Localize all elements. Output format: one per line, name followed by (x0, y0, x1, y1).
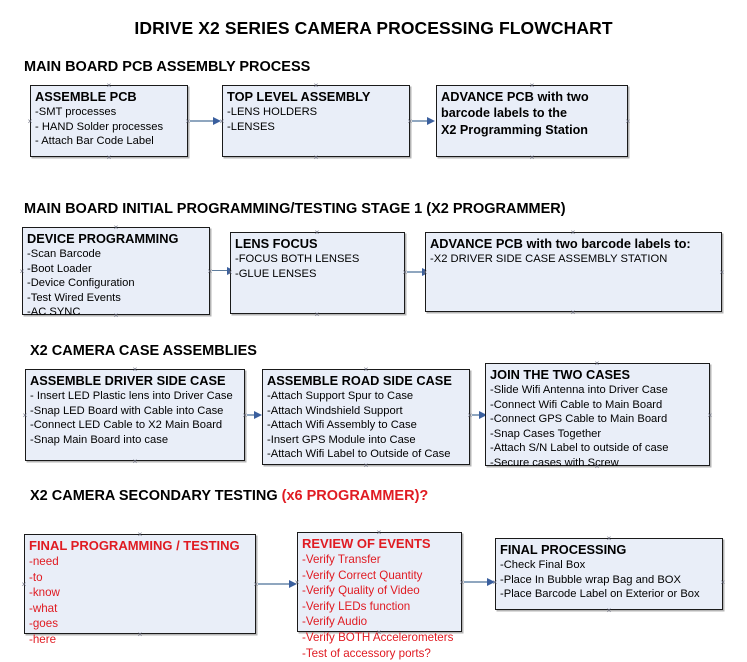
process-box-line: -need (29, 555, 59, 568)
process-box-line: -Snap Main Board into case (30, 433, 169, 446)
process-box-line: -Verify BOTH Accelerometers (302, 630, 454, 644)
process-box-line: -goes (29, 617, 59, 631)
process-box-title: REVIEW OF EVENTS (302, 536, 431, 551)
process-box-line: -Verify LEDs function (302, 599, 411, 613)
process-box-line: -Boot Loader (27, 262, 92, 275)
process-box-line: -Attach Support Spur to Case (267, 390, 414, 402)
process-box-title: ADVANCE PCB with two barcode labels to: (430, 236, 691, 251)
process-box-line: -GLUE LENSES (235, 267, 317, 280)
process-box-line: -Verify Transfer (302, 553, 381, 566)
process-box-top-level-assembly[interactable]: TOP LEVEL ASSEMBLY -LENS HOLDERS -LENSES (222, 85, 410, 157)
process-box-line: -Slide Wifi Antenna into Driver Case (490, 384, 668, 396)
process-box-line: X2 Programming Station (441, 123, 588, 137)
process-box-join-the-two-cases[interactable]: JOIN THE TWO CASES -Slide Wifi Antenna i… (485, 363, 710, 469)
process-box-line: - Insert LED Plastic lens into Driver Ca… (30, 390, 233, 402)
process-box-line: barcode labels to the (441, 106, 567, 120)
process-box-assemble-pcb[interactable]: ASSEMBLE PCB -SMT processes - HAND Solde… (30, 85, 188, 157)
process-box-line: -Attach Wifi Label to Outside of Case (267, 448, 451, 460)
process-box-line: -Snap LED Board with Cable into Case (30, 404, 224, 417)
process-box-device-programming[interactable]: DEVICE PROGRAMMING -Scan Barcode -Boot L… (22, 227, 210, 318)
process-box-line: -AC SYNC (27, 306, 81, 318)
process-box-line: -Scan Barcode (27, 248, 102, 260)
process-box-line: -Test Wired Events (27, 291, 121, 304)
process-box-line: -LENSES (227, 120, 275, 133)
process-box-title: LENS FOCUS (235, 236, 318, 251)
process-box-line: -Insert GPS Module into Case (267, 433, 416, 446)
process-box-title: JOIN THE TWO CASES (490, 367, 631, 382)
process-box-title: FINAL PROGRAMMING / TESTING (29, 538, 240, 553)
process-box-assemble-road-side-case[interactable]: ASSEMBLE ROAD SIDE CASE -Attach Support … (262, 369, 470, 465)
process-box-title: ASSEMBLE ROAD SIDE CASE (267, 373, 452, 388)
process-box-line: -here (29, 632, 57, 646)
connector-arrow (412, 117, 435, 125)
process-box-line: -Place Barcode Label on Exterior or Box (500, 588, 700, 600)
process-box-final-processing[interactable]: FINAL PROCESSING -Check Final Box -Place… (495, 538, 723, 610)
process-box-line: -Attach Wifi Assembly to Case (267, 419, 417, 431)
process-box-line: -SMT processes (35, 106, 117, 118)
process-box-line: -Verify Audio (302, 615, 368, 629)
process-box-line-overflow: -Test of accessory ports? (302, 646, 431, 660)
connector-arrow (472, 411, 487, 419)
process-box-title: ASSEMBLE PCB (35, 89, 137, 104)
process-box-title: DEVICE PROGRAMMING (27, 231, 179, 246)
connector-arrow (258, 580, 297, 588)
connector-arrow (190, 117, 221, 125)
section-heading-x2-camera-secondary-testing: X2 CAMERA SECONDARY TESTING (x6 PROGRAMM… (30, 488, 428, 504)
process-box-line: -Check Final Box (500, 559, 586, 571)
process-box-line: -Attach Windshield Support (267, 404, 403, 417)
process-box-assemble-driver-side-case[interactable]: ASSEMBLE DRIVER SIDE CASE - Insert LED P… (25, 369, 245, 461)
process-box-line: -what (29, 601, 58, 615)
process-box-line: -Device Configuration (27, 277, 135, 289)
connector-arrow (407, 268, 430, 276)
process-box-line: -Verify Quality of Video (302, 584, 420, 598)
process-box-line: -LENS HOLDERS (227, 106, 318, 118)
process-box-line: - Attach Bar Code Label (35, 135, 154, 147)
process-box-line: -X2 DRIVER SIDE CASE ASSEMBLY STATION (430, 253, 668, 265)
section-heading-main-board-initial-programming-testing-stage-1: MAIN BOARD INITIAL PROGRAMMING/TESTING S… (24, 201, 566, 217)
section-heading-text: X2 CAMERA SECONDARY TESTING (30, 488, 282, 504)
connector-arrow (464, 578, 495, 586)
section-heading-text: X2 CAMERA CASE ASSEMBLIES (30, 343, 257, 359)
process-box-line: -Snap Cases Together (490, 427, 602, 440)
process-box-line: -know (29, 586, 60, 600)
section-heading-text: MAIN BOARD INITIAL PROGRAMMING/TESTING S… (24, 201, 566, 217)
process-box-title: FINAL PROCESSING (500, 542, 627, 557)
process-box-review-of-events[interactable]: REVIEW OF EVENTS -Verify Transfer -Verif… (297, 532, 462, 660)
process-box-title: ASSEMBLE DRIVER SIDE CASE (30, 373, 226, 388)
process-box-final-programming-testing[interactable]: FINAL PROGRAMMING / TESTING -need -to -k… (24, 534, 256, 646)
section-heading-accent: (x6 PROGRAMMER)? (281, 488, 429, 504)
process-box-line: -Verify Correct Quantity (302, 568, 423, 582)
connector-arrow (212, 266, 235, 275)
process-box-lens-focus[interactable]: LENS FOCUS -FOCUS BOTH LENSES -GLUE LENS… (230, 232, 405, 314)
process-box-line: -Connect Wifi Cable to Main Board (490, 398, 663, 411)
process-box-line: -Place In Bubble wrap Bag and BOX (500, 573, 681, 586)
section-heading-main-board-pcb-assembly-process: MAIN BOARD PCB ASSEMBLY PROCESS (24, 59, 310, 75)
process-box-title: TOP LEVEL ASSEMBLY (227, 89, 371, 104)
process-box-line: -Attach S/N Label to outside of case (490, 442, 669, 454)
process-box-line: -FOCUS BOTH LENSES (235, 253, 360, 265)
section-heading-text: MAIN BOARD PCB ASSEMBLY PROCESS (24, 59, 311, 75)
process-box-line: -Secure cases with Screw (490, 456, 619, 469)
process-box-title: ADVANCE PCB with two (441, 89, 589, 104)
process-box-line: -Connect LED Cable to X2 Main Board (30, 419, 223, 431)
connector-arrow (247, 411, 262, 419)
page-title: IDRIVE X2 SERIES CAMERA PROCESSING FLOWC… (134, 18, 613, 38)
process-box-line: -Connect GPS Cable to Main Board (490, 413, 668, 425)
process-box-advance-pcb-to-programming-station[interactable]: ADVANCE PCB with two barcode labels to t… (436, 85, 628, 157)
section-heading-x2-camera-case-assemblies: X2 CAMERA CASE ASSEMBLIES (30, 343, 257, 359)
process-box-line: -to (29, 570, 43, 584)
process-box-advance-pcb-to-driver-side-case-station[interactable]: ADVANCE PCB with two barcode labels to: … (425, 232, 722, 312)
process-box-line: - HAND Solder processes (35, 120, 164, 133)
